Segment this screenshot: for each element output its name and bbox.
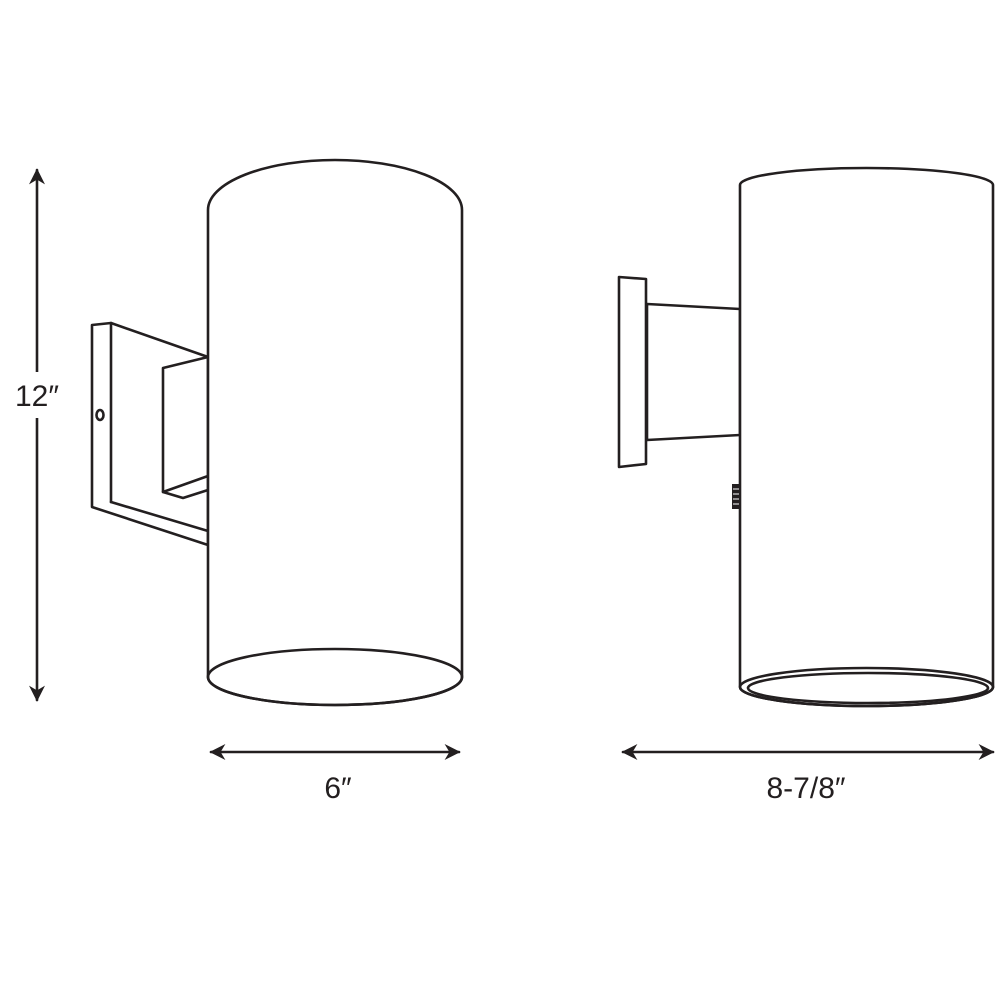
switch-icon: [732, 484, 739, 509]
front-bottom-opening: [206, 647, 464, 707]
screw-hole-icon: [95, 408, 105, 422]
front-mounting-bracket: [90, 321, 210, 547]
side-depth-dimension: 8-7/8″: [621, 744, 995, 805]
front-cylinder: [206, 158, 464, 707]
height-label: 12″: [15, 380, 59, 413]
side-depth-label: 8-7/8″: [767, 772, 846, 805]
front-width-label: 6″: [324, 772, 352, 805]
front-width-dimension: 6″: [209, 744, 461, 805]
side-mounting-bracket: [617, 275, 742, 469]
side-bottom-lens: [746, 671, 990, 705]
side-view-fixture: [617, 166, 995, 708]
side-cylinder: [738, 166, 995, 708]
label-backdrop: [0, 372, 80, 418]
side-bottom-rim: [738, 666, 995, 708]
front-view-fixture: [90, 158, 464, 707]
height-dimension: 12″: [0, 168, 80, 702]
